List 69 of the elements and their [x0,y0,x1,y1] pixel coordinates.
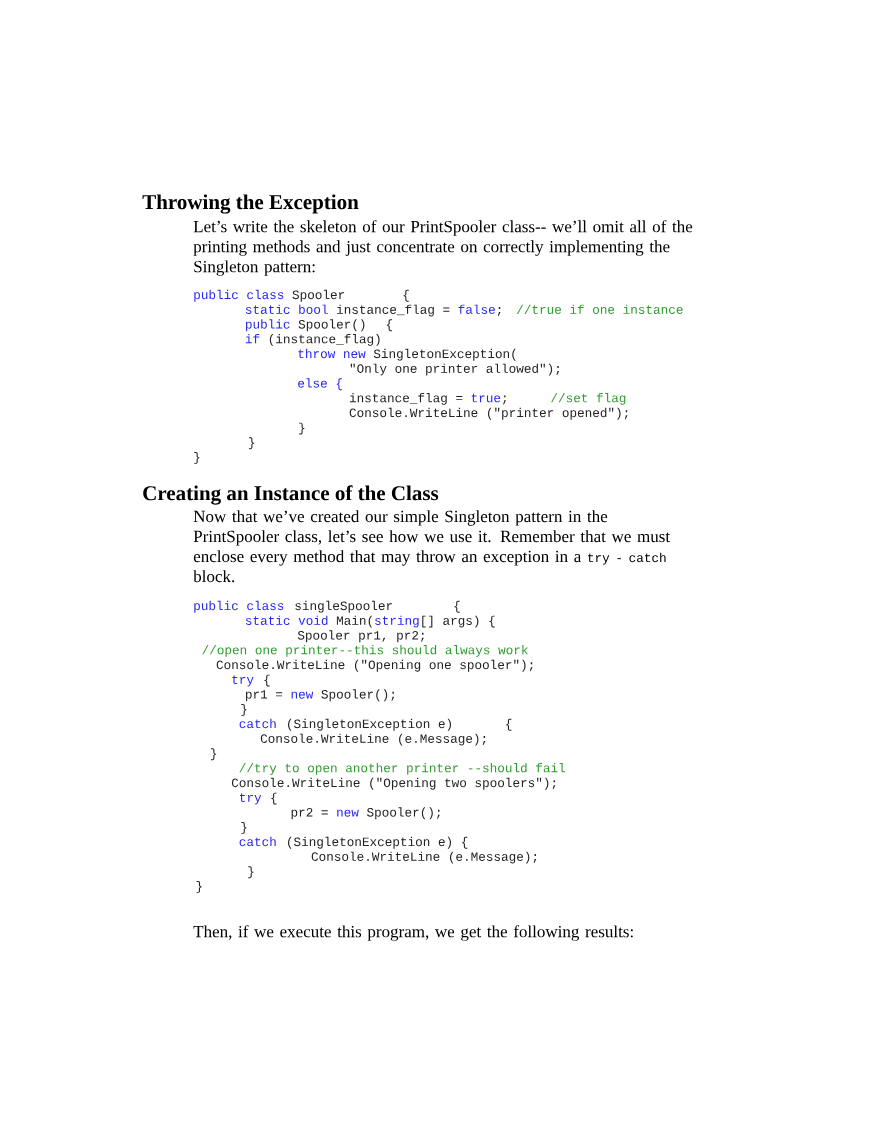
code-text: //open one printer--this should always work [202,645,528,657]
code-text: SingletonException( [373,348,516,361]
code-text: try [232,675,254,687]
code-text: } [241,704,247,716]
code-text: singleSpooler [295,600,392,613]
code-text: //set flag [551,393,626,405]
code-text: catch [239,836,276,847]
code-text: Main( [336,615,373,628]
section-heading: Throwing the Exception [142,194,359,214]
code-text: true [471,393,501,403]
code-text: Spooler pr1, pr2; [297,630,424,643]
code-text: public [246,319,290,332]
code-text: static bool [245,304,328,314]
code-text: Console.WriteLine (e.Message); [311,851,537,864]
paragraph: Let’s write the skeleton of our PrintSpooler class-- we’ll omit all of the printing methods and just concentrate on correctly implementing the Singleton pattern: [193,220,693,276]
code-text: } [196,881,202,893]
code-text: "Only one printer allowed"); [350,363,560,376]
code-text: { [271,792,277,805]
code-text: //try to open another printer --should fail [239,763,565,775]
code-text: pr1 = [246,690,283,702]
code-text: catch [239,718,276,729]
label: Now that we’ve created our simple Singleton pattern in the [193,510,608,526]
code-text: Console.WriteLine ("Opening two spoolers"); [231,777,556,790]
code-text: try [240,793,262,805]
code-text: else { [298,378,342,391]
code-text: ; [497,307,501,317]
label: enclose every method that may throw an exception in a [193,550,582,566]
code-text: Spooler [292,289,345,302]
code-text: pr2 = [291,808,328,820]
label: block. [193,570,235,583]
code-text: { [264,674,270,687]
code-text: { [403,289,409,302]
code-text: Console.WriteLine (e.Message); [260,733,486,746]
section-heading: Creating an Instance of the Class [143,485,439,505]
code-text: new [291,691,314,699]
code-text: instance_flag = [349,393,463,405]
code-text: Console.WriteLine ("Opening one spooler"); [216,659,533,672]
code-text: ; [503,395,506,405]
code-text: { [386,319,393,332]
code-text: //true if one instance [516,304,683,314]
code-text: public class [194,289,284,302]
code-text: instance_flag = [337,304,450,317]
code-text: (instance_flag) [269,334,380,346]
code-text: } [241,822,247,834]
code-text: } [299,422,305,435]
code-text: static void [245,615,328,625]
code-text: } [248,437,255,450]
label: try - catch [588,552,666,565]
code-text: { [506,718,512,731]
code-text: new [337,809,359,817]
code-text: string [375,615,419,628]
code-text: { [454,600,460,613]
code-text: public class [194,600,284,613]
code-text: if [245,334,260,344]
paragraph: Now that we’ve created our simple Singleton pattern in the PrintSpooler class, let’s see how we use it. Remember that we must enclose every method that may throw an exception in a try - catch block. [193,510,670,583]
code-text: Console.WriteLine ("printer opened"); [349,407,628,420]
code-text: Spooler() [298,319,365,332]
code-text: (SingletonException e) [288,718,451,731]
code-text: throw new [298,348,366,359]
code-text: } [210,748,217,761]
code-text: false [458,304,495,314]
code-text: Spooler(); [367,807,440,820]
code-text: } [194,452,200,464]
code-text: } [248,866,254,879]
code-text: [] args) { [422,615,495,628]
paragraph: Then, if we execute this program, we get the following results: [193,925,633,941]
code-text: Spooler(); [321,689,395,702]
code-text: (SingletonException e) { [288,836,468,849]
label: PrintSpooler class, let’s see how we use it. Remember that we must [193,530,670,546]
